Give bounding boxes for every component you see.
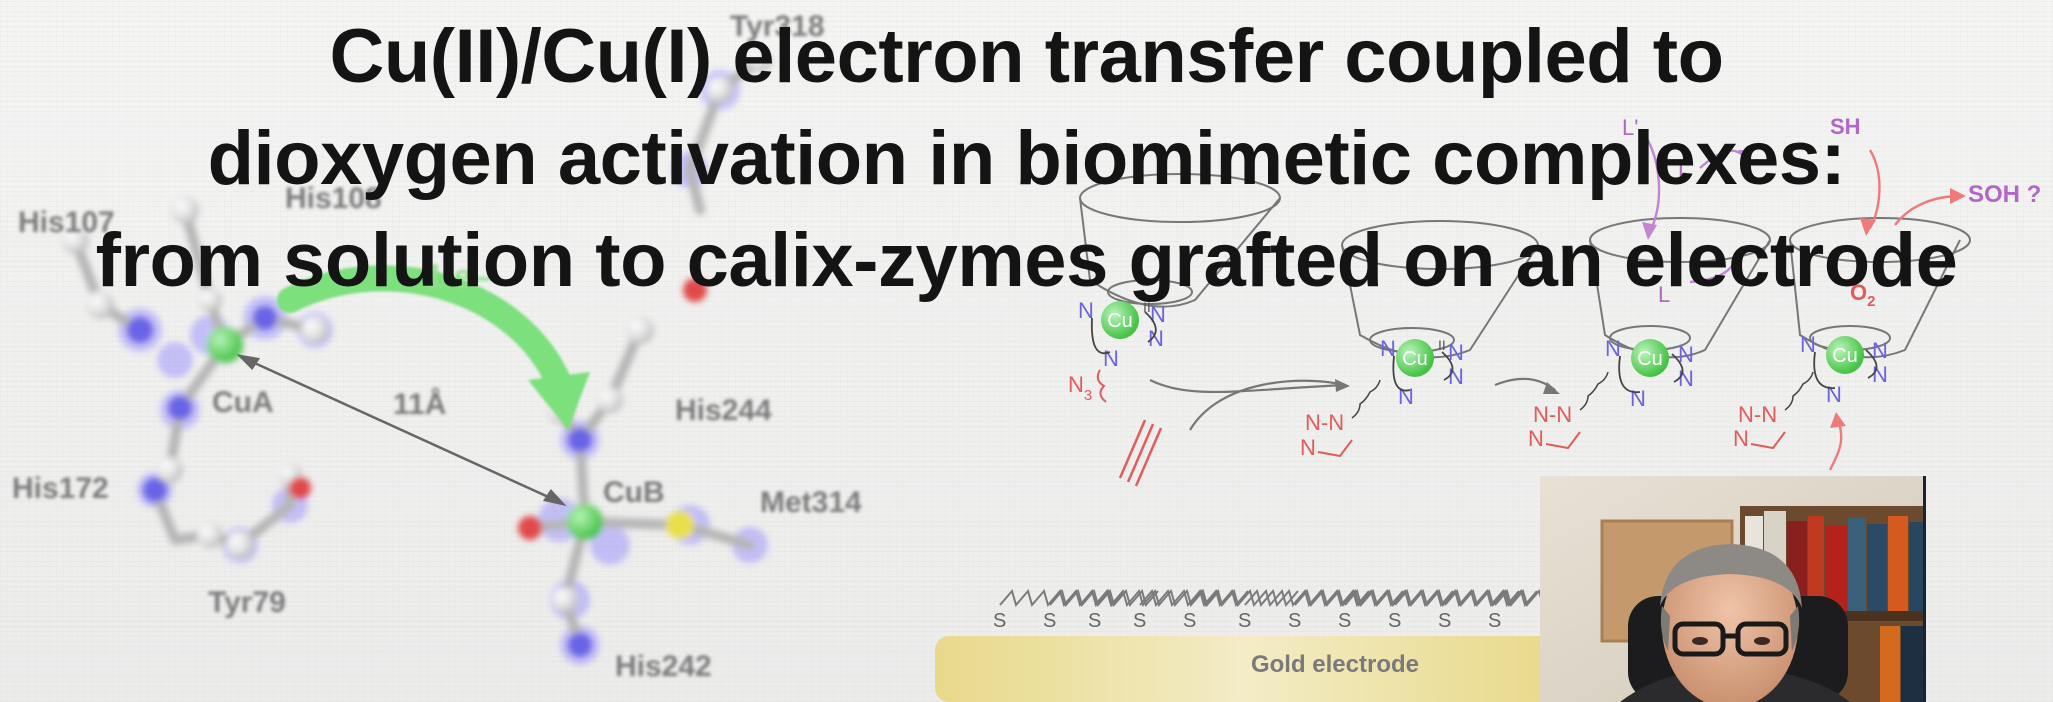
person-webcam-icon (1540, 476, 1923, 702)
electron-transfer-arrow (277, 265, 590, 430)
label-triazole-1a: N-N (1305, 410, 1344, 435)
label-s-2: S (1043, 610, 1056, 632)
slide-title: Cu(II)/Cu(I) electron transfer coupled t… (0, 6, 2053, 312)
title-line-2: dioxygen activation in biomimetic comple… (207, 116, 1846, 201)
label-n-3a: N (1605, 336, 1621, 361)
label-cub: CuB (603, 476, 665, 509)
enzyme-active-site-figure (61, 48, 772, 665)
label-n-3c: N (1678, 366, 1694, 391)
label-his172: His172 (12, 472, 109, 505)
label-triazole-1b: N (1300, 435, 1316, 460)
label-n-1d: N (1103, 346, 1119, 371)
label-cua: CuA (212, 386, 274, 419)
label-s-5: S (1183, 610, 1196, 632)
label-his107: His107 (18, 206, 115, 239)
label-cu-ox-2: II (1438, 337, 1446, 353)
label-cu-ox-1: II (1143, 299, 1151, 315)
label-cu-4: Cu (1832, 345, 1858, 367)
label-s-8: S (1338, 610, 1351, 632)
label-electron: 1 e– (425, 258, 491, 296)
label-triazole-3a: N-N (1738, 402, 1777, 427)
label-cu-3: Cu (1637, 348, 1663, 370)
label-n-1a: N (1078, 298, 1094, 323)
webcam-video-overlay[interactable] (1540, 476, 1926, 702)
label-his244: His244 (675, 394, 772, 427)
label-n-3d: N (1630, 386, 1646, 411)
label-n-1c: N (1148, 326, 1164, 351)
label-tyr318: Tyr318 (730, 10, 825, 43)
label-n-2b: N (1448, 340, 1464, 365)
label-s-9: S (1388, 610, 1401, 632)
label-o2: O2 (1850, 280, 1875, 310)
label-soh: SOH ? (1968, 181, 2041, 208)
label-s-11: S (1488, 610, 1501, 632)
label-triazole-3b: N (1733, 426, 1749, 451)
label-n3: N3 (1068, 372, 1092, 404)
label-met314: Met314 (760, 486, 862, 519)
label-n-4c: N (1872, 362, 1888, 387)
label-n-2c: N (1448, 364, 1464, 389)
label-s-3: S (1088, 610, 1101, 632)
label-s-1: S (993, 610, 1006, 632)
label-l-2: L (1658, 282, 1670, 307)
label-cu-2: Cu (1402, 348, 1428, 370)
electrode-scheme-figure: Gold electrode S S S S S S S S S S S (935, 114, 2041, 702)
label-n-4b: N (1872, 338, 1888, 363)
label-n-1b: N (1150, 302, 1166, 327)
distance-double-arrow (236, 354, 567, 507)
label-n-2d: N (1398, 384, 1414, 409)
label-sh: SH (1830, 114, 1861, 139)
label-tyr79: Tyr79 (208, 586, 286, 619)
label-gold-electrode: Gold electrode (1251, 651, 1419, 678)
label-triazole-2b: N (1528, 426, 1544, 451)
label-his242: His242 (615, 650, 712, 683)
title-line-3: from solution to calix-zymes grafted on … (95, 218, 1958, 303)
label-n-4a: N (1800, 332, 1816, 357)
label-s-10: S (1438, 610, 1451, 632)
label-his108: His108 (285, 182, 382, 215)
label-l-1: L (1678, 158, 1690, 183)
gold-electrode (935, 636, 1555, 702)
title-line-1: Cu(II)/Cu(I) electron transfer coupled t… (329, 14, 1725, 99)
label-n-2a: N (1380, 336, 1396, 361)
label-n-3b: N (1678, 342, 1694, 367)
label-l-prime: L' (1622, 115, 1638, 140)
label-s-4: S (1133, 610, 1146, 632)
label-n-4d: N (1826, 382, 1842, 407)
label-s-6: S (1238, 610, 1251, 632)
label-triazole-2a: N-N (1533, 402, 1572, 427)
label-cu-1: Cu (1107, 310, 1133, 332)
label-distance: 11Å (393, 388, 446, 421)
label-s-7: S (1288, 610, 1301, 632)
